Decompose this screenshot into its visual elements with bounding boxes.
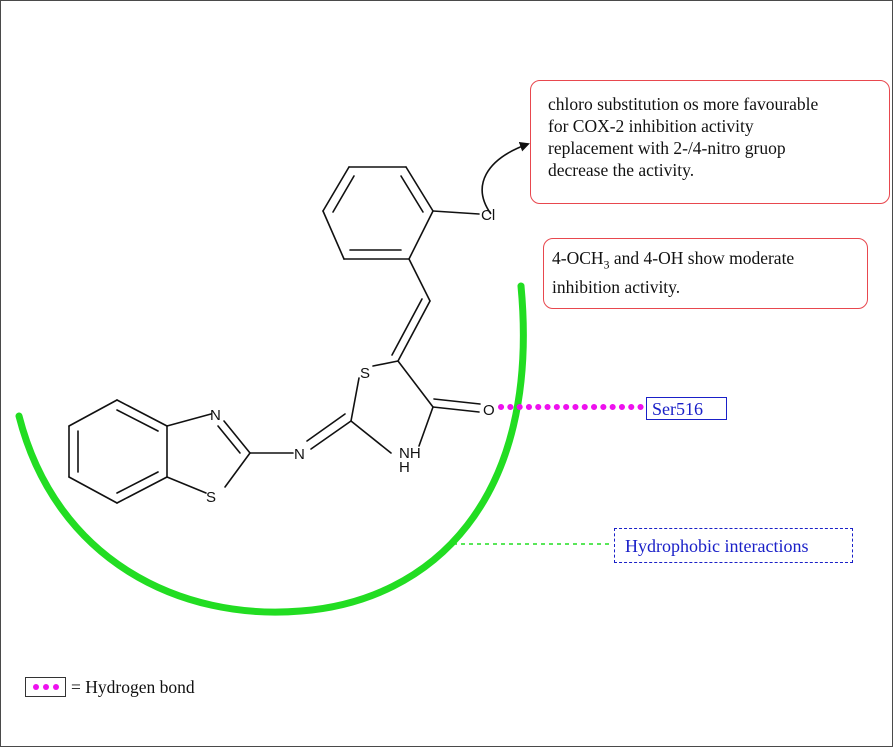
ser516-label: Ser516 [646,397,727,420]
atom-nh: NH [399,445,421,462]
bond-skeleton [68,166,481,504]
chloro-callout-line: replacement with 2-/4-nitro gruop [548,138,786,158]
substituent-callout: 4-OCH3 and 4-OH show moderate inhibition… [543,238,868,309]
chloro-callout-line: decrease the activity. [548,160,695,180]
chloro-callout-line: for COX-2 inhibition activity [548,116,754,136]
atom-n-benzothiazole: N [210,407,221,424]
substituent-callout-line-2: inhibition activity. [552,276,681,297]
hydrogen-bond-legend-symbol [25,677,66,697]
chloro-callout-line: chloro substitution os more favourable [548,94,819,114]
hydrophobic-label: Hydrophobic interactions [614,528,853,563]
curved-arrow [481,141,530,215]
chloro-callout: chloro substitution os more favourable f… [530,80,890,204]
atom-o: O [483,402,495,419]
legend-label: = Hydrogen bond [71,677,195,697]
atom-h: H [399,459,410,476]
atom-n-imine: N [294,446,305,463]
hydrophobic-arc [15,282,527,616]
atom-s-benzothiazole: S [206,489,216,506]
atom-cl: Cl [481,207,495,224]
atom-s-thiazolidinone: S [360,365,370,382]
substituent-callout-line-1: 4-OCH3 and 4-OH show moderate [552,248,795,272]
